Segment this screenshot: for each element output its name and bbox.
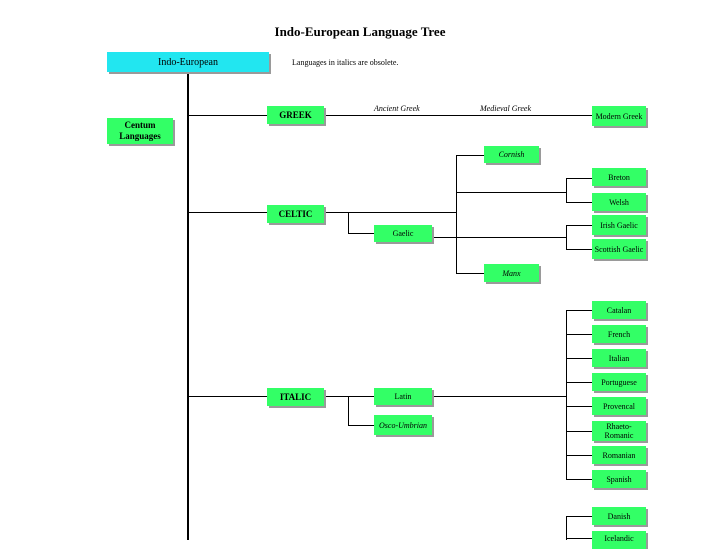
manx-box: Manx — [484, 264, 539, 282]
obsolete-note: Languages in italics are obsolete. — [292, 58, 399, 67]
icelandic-connector — [566, 538, 592, 539]
celtic-to-main — [324, 212, 456, 213]
gaelic-connector — [348, 233, 374, 234]
irish-gaelic-box: Irish Gaelic — [592, 215, 646, 235]
latin-to-romance — [432, 396, 566, 397]
diagram-title: Indo-European Language Tree — [274, 24, 446, 39]
provencal-box: Provencal — [592, 397, 646, 415]
brythonic-trunk — [566, 178, 567, 202]
breton-connector — [566, 178, 592, 179]
welsh-connector — [566, 202, 592, 203]
italic-branch-line — [187, 396, 267, 397]
medieval-greek-label: Medieval Greek — [480, 104, 532, 113]
rhaeto-connector — [566, 431, 592, 432]
breton-box: Breton — [592, 168, 646, 186]
celtic-trunk — [456, 155, 457, 273]
french-box: French — [592, 325, 646, 343]
scottish-gaelic-box: Scottish Gaelic — [592, 239, 646, 259]
rhaeto-romanic-box: Rhaeto-Romanic — [592, 421, 646, 441]
centum-languages-box: Centum Languages — [107, 118, 173, 144]
greek-timeline — [324, 115, 592, 116]
french-connector — [566, 334, 592, 335]
celtic-branch-line — [187, 212, 267, 213]
italic-box: ITALIC — [267, 388, 324, 406]
danish-connector — [566, 516, 592, 517]
gaelic-box: Gaelic — [374, 225, 432, 242]
modern-greek-box: Modern Greek — [592, 106, 646, 126]
osco-connector — [348, 425, 374, 426]
catalan-box: Catalan — [592, 301, 646, 319]
danish-box: Danish — [592, 507, 646, 525]
italian-connector — [566, 358, 592, 359]
greek-branch-line — [187, 115, 267, 116]
portuguese-box: Portuguese — [592, 373, 646, 391]
icelandic-box: Icelandic — [592, 531, 646, 549]
greek-box: GREEK — [267, 106, 324, 124]
germanic-trunk — [566, 516, 567, 540]
irish-connector — [566, 225, 592, 226]
celtic-sub-to-gaelic — [348, 212, 349, 233]
italic-to-latin — [324, 396, 374, 397]
italian-box: Italian — [592, 349, 646, 367]
scottish-connector — [566, 249, 592, 250]
spanish-connector — [566, 479, 592, 480]
brythonic-connector-h — [456, 192, 566, 193]
goidelic-trunk — [566, 225, 567, 249]
goidelic-connector-h — [432, 237, 566, 238]
romanian-box: Romanian — [592, 446, 646, 464]
provencal-connector — [566, 406, 592, 407]
welsh-box: Welsh — [592, 193, 646, 211]
manx-connector — [456, 273, 484, 274]
cornish-box: Cornish — [484, 146, 539, 163]
portuguese-connector — [566, 382, 592, 383]
root-connector — [187, 72, 189, 540]
osco-umbrian-box: Osco-Umbrian — [374, 415, 432, 435]
romance-trunk — [566, 310, 567, 480]
spanish-box: Spanish — [592, 470, 646, 488]
romanian-connector — [566, 455, 592, 456]
indo-european-root-box: Indo-European — [107, 52, 269, 72]
cornish-connector — [456, 155, 484, 156]
celtic-box: CELTIC — [267, 205, 324, 223]
catalan-connector — [566, 310, 592, 311]
ancient-greek-label: Ancient Greek — [374, 104, 420, 113]
italic-sub-trunk — [348, 396, 349, 425]
latin-box: Latin — [374, 388, 432, 405]
